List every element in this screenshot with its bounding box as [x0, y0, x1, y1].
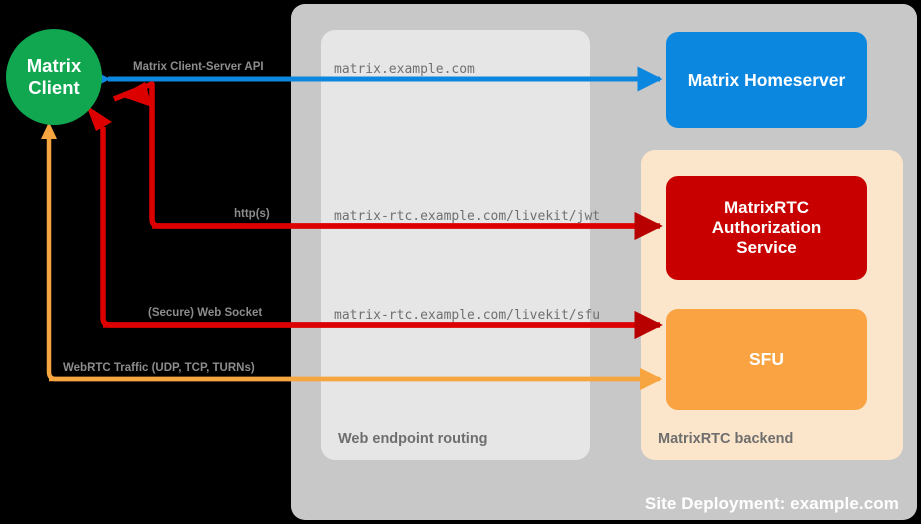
web-endpoint-routing-label: Web endpoint routing	[338, 430, 488, 447]
auth-service-line2: Authorization	[711, 217, 822, 237]
site-deployment-label: Site Deployment: example.com	[644, 494, 899, 513]
edge-webrtc-traffic	[41, 122, 663, 391]
sfu-label: SFU	[749, 349, 784, 370]
edge-label-matrix-cs-api: Matrix Client-Server API	[133, 61, 264, 73]
url-label-livekit-sfu: matrix-rtc.example.com/livekit/sfu	[334, 308, 601, 323]
edge-label-webrtc-traffic: WebRTC Traffic (UDP, TCP, TURNs)	[63, 362, 255, 374]
node-matrix-homeserver[interactable]: Matrix Homeserver	[666, 32, 867, 128]
node-matrixrtc-auth-service[interactable]: MatrixRTC Authorization Service	[666, 176, 867, 280]
matrix-client-line1: Matrix	[26, 55, 82, 77]
url-label-livekit-jwt: matrix-rtc.example.com/livekit/jwt	[334, 209, 601, 224]
matrix-client-line2: Client	[28, 77, 80, 98]
auth-service-line3: Service	[736, 238, 797, 258]
edge-label-livekit-jwt: http(s)	[234, 208, 270, 220]
web-endpoint-routing-container: Web endpoint routing	[321, 30, 590, 460]
edge-label-livekit-sfu: (Secure) Web Socket	[148, 307, 263, 319]
node-sfu[interactable]: SFU	[666, 309, 867, 410]
edge-livekit-jwt	[112, 81, 663, 241]
auth-service-line1: MatrixRTC	[723, 197, 809, 217]
node-matrix-client[interactable]: Matrix Client	[6, 29, 102, 125]
url-label-matrix-cs-api: matrix.example.com	[334, 62, 475, 77]
edge-livekit-sfu	[86, 105, 663, 340]
matrixrtc-backend-label: MatrixRTC backend	[658, 430, 794, 447]
matrix-homeserver-label: Matrix Homeserver	[687, 69, 846, 90]
